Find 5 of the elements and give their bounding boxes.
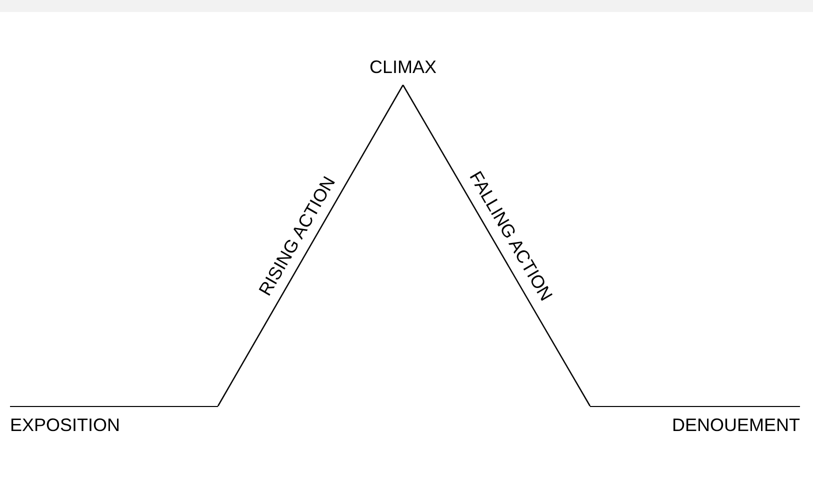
plot-line xyxy=(217,84,404,406)
plot-line xyxy=(402,84,591,406)
stage-label: DENOUEMENT xyxy=(672,415,800,435)
stage-label: EXPOSITION xyxy=(10,415,120,435)
stage-label: CLIMAX xyxy=(369,57,437,77)
